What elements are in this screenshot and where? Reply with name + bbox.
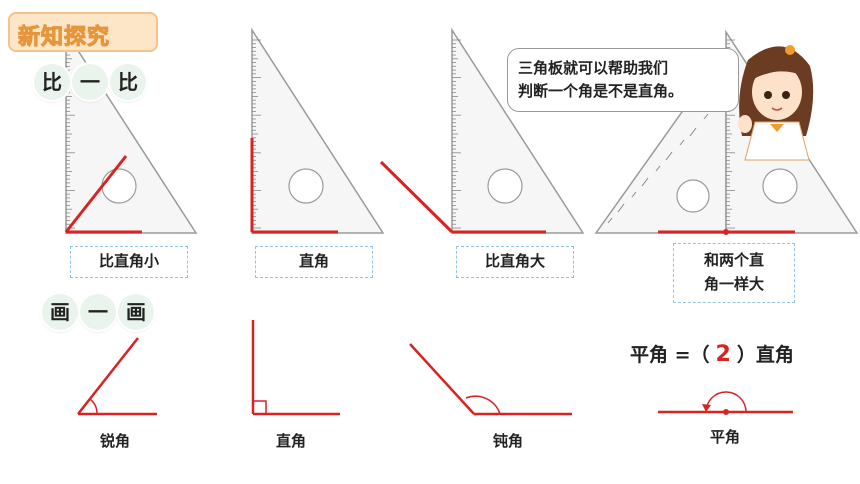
straight-angle-drawing [658, 391, 793, 415]
formula-left: 平角 =（ [630, 344, 710, 366]
section-tag: 新知探究 [8, 12, 158, 52]
speech-bubble: 三角板就可以帮助我们 判断一个角是不是直角。 [507, 48, 739, 112]
draw-char-2: 一 [80, 294, 116, 330]
straight-angle-formula: 平角 =（2）直角 [630, 340, 794, 367]
compare-char-3: 比 [110, 64, 146, 100]
label-acute-angle: 锐角 [100, 432, 131, 450]
speech-line-2: 判断一个角是不是直角。 [518, 82, 684, 100]
triangle-ruler-2 [251, 27, 385, 234]
angle-ray-1b [64, 155, 128, 233]
label-line-2: 角一样大 [703, 275, 764, 293]
triangle-ruler-1 [65, 29, 198, 234]
compare-char-1: 比 [34, 64, 70, 100]
straight-angle-vertex [723, 229, 729, 235]
label-obtuse-angle: 钝角 [493, 432, 524, 450]
speech-line-1: 三角板就可以帮助我们 [518, 59, 669, 77]
compare-char-2: 一 [72, 64, 108, 100]
angle-ray-3b [379, 160, 454, 234]
label-larger-than-right-angle: 比直角大 [456, 246, 574, 278]
right-angle-drawing [251, 320, 340, 416]
draw-char-1: 画 [42, 294, 78, 330]
girl-illustration [738, 45, 814, 161]
formula-answer: 2 [715, 342, 731, 367]
label-straight-angle: 平角 [710, 428, 741, 446]
label-right-angle-bottom: 直角 [276, 432, 307, 450]
label-smaller-than-right-angle: 比直角小 [70, 246, 188, 278]
draw-char-3: 画 [118, 294, 154, 330]
label-line-1: 和两个直 [703, 251, 764, 269]
obtuse-angle-drawing [409, 343, 572, 416]
formula-right: ）直角 [736, 344, 794, 366]
label-right-angle: 直角 [255, 246, 373, 278]
acute-angle-drawing [77, 337, 157, 416]
label-equal-to-two-right-angles: 和两个直 角一样大 [673, 243, 795, 303]
